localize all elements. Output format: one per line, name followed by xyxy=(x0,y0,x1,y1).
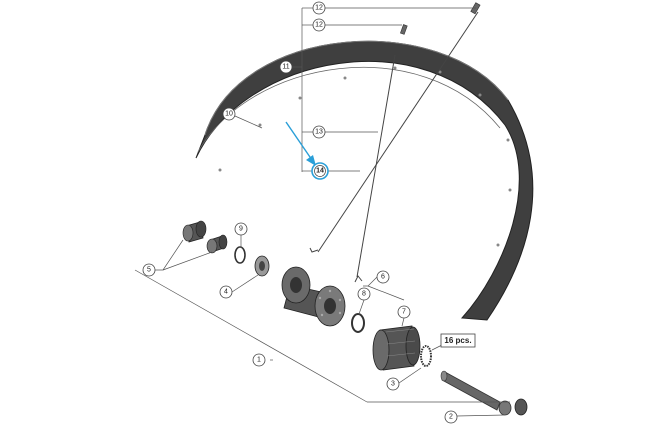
svg-text:12: 12 xyxy=(315,5,323,12)
callout-12b[interactable]: 12 xyxy=(312,18,326,32)
quantity-note-box: 16 pcs. xyxy=(440,333,476,348)
leader-lines xyxy=(134,7,510,417)
callout-11[interactable]: 11 xyxy=(279,60,293,74)
svg-text:4: 4 xyxy=(224,289,228,296)
callout-3[interactable]: 3 xyxy=(386,377,400,391)
bearing xyxy=(254,255,270,277)
seal-ring-9 xyxy=(234,246,246,264)
svg-text:12: 12 xyxy=(315,22,323,29)
svg-text:2: 2 xyxy=(449,414,453,421)
freehub-body xyxy=(372,325,421,371)
callout-4[interactable]: 4 xyxy=(219,285,233,299)
svg-text:14: 14 xyxy=(316,168,324,175)
svg-text:8: 8 xyxy=(362,291,366,298)
seal-ring-8 xyxy=(351,313,365,333)
svg-text:11: 11 xyxy=(282,64,289,71)
callout-13[interactable]: 13 xyxy=(312,125,326,139)
spokes xyxy=(309,11,479,283)
svg-text:16 pcs.: 16 pcs. xyxy=(444,336,471,345)
axle xyxy=(440,370,528,416)
svg-text:6: 6 xyxy=(381,274,385,281)
svg-text:10: 10 xyxy=(225,111,233,118)
end-caps xyxy=(182,220,228,254)
svg-text:3: 3 xyxy=(391,381,395,388)
svg-text:1: 1 xyxy=(257,357,261,364)
callout-10[interactable]: 10 xyxy=(222,107,236,121)
rim xyxy=(195,40,534,321)
svg-text:5: 5 xyxy=(147,267,151,274)
svg-text:9: 9 xyxy=(239,226,243,233)
callout-6[interactable]: 6 xyxy=(376,270,390,284)
callout-1[interactable]: 1 xyxy=(252,353,266,367)
callout-12a[interactable]: 12 xyxy=(312,1,326,15)
callout-14[interactable]: 14 xyxy=(311,162,329,180)
callout-8[interactable]: 8 xyxy=(357,287,371,301)
nipples xyxy=(400,2,481,35)
callout-9[interactable]: 9 xyxy=(234,222,248,236)
callout-7[interactable]: 7 xyxy=(397,305,411,319)
lockring xyxy=(420,345,432,367)
callout-5[interactable]: 5 xyxy=(142,263,156,277)
svg-text:7: 7 xyxy=(402,309,406,316)
hub-shell xyxy=(281,266,346,327)
callout-2[interactable]: 2 xyxy=(444,410,458,424)
svg-text:13: 13 xyxy=(315,129,323,136)
hub-assembly xyxy=(182,220,528,416)
highlight-arrow xyxy=(285,121,316,166)
